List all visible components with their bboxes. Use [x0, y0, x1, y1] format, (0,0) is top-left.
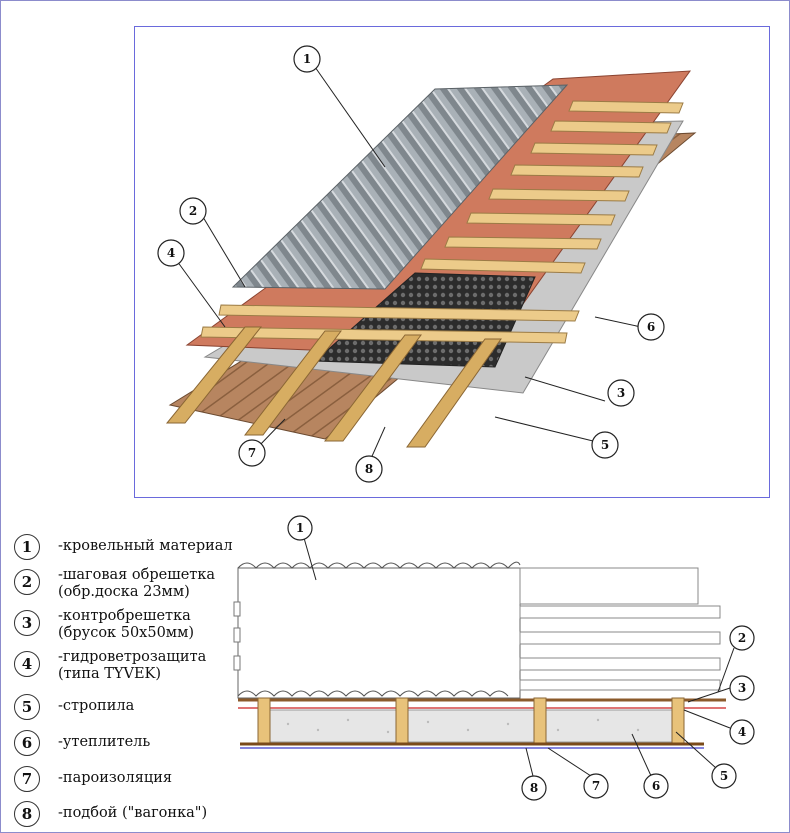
section-callout-4: 4 — [729, 719, 755, 745]
svg-text:1: 1 — [296, 521, 304, 535]
legend-text: -пароизоляция — [58, 770, 173, 786]
legend-number: 8 — [14, 801, 40, 827]
legend-text: -гидроветрозащита(типа TYVEK) — [58, 649, 207, 682]
roof-isometric-illustration: 1 2 4 6 3 5 7 8 — [134, 26, 770, 498]
section-callout-8: 8 — [521, 775, 547, 801]
sheet-outline — [237, 567, 521, 699]
right-upper-block — [519, 567, 699, 605]
svg-text:6: 6 — [647, 320, 655, 334]
legend-text: -стропила — [58, 698, 135, 714]
iso-callout-4: 4 — [157, 239, 185, 267]
battens — [200, 100, 684, 344]
iso-callout-6: 6 — [637, 313, 665, 341]
iso-callout-1: 1 — [293, 45, 321, 73]
corrugated-sheet — [231, 84, 569, 290]
legend-text: -подбой ("вагонка") — [58, 805, 208, 821]
legend-number: 5 — [14, 694, 40, 720]
corrugated-bottom — [237, 690, 509, 697]
roof-isometric-svg: 1 2 4 6 3 5 7 8 — [157, 45, 697, 483]
legend-number: 4 — [14, 651, 40, 677]
rafters — [165, 326, 502, 448]
cross-section-svg: 1 2 3 4 5 6 7 8 — [233, 515, 755, 801]
svg-text:6: 6 — [652, 779, 660, 793]
svg-text:4: 4 — [167, 246, 175, 260]
svg-text:8: 8 — [530, 781, 538, 795]
iso-callout-3: 3 — [607, 379, 635, 407]
svg-text:5: 5 — [601, 438, 609, 452]
section-callout-1: 1 — [287, 515, 313, 541]
section-battens — [519, 605, 721, 691]
svg-text:7: 7 — [592, 779, 600, 793]
legend-text: -шаговая обрешетка(обр.доска 23мм) — [58, 567, 216, 600]
svg-text:2: 2 — [738, 631, 746, 645]
corrugated-top — [237, 561, 521, 569]
iso-callout-5: 5 — [591, 431, 619, 459]
legend-number: 7 — [14, 766, 40, 792]
iso-callout-7: 7 — [238, 439, 266, 467]
section-callout-5: 5 — [711, 763, 737, 789]
svg-text:3: 3 — [738, 681, 746, 695]
svg-text:8: 8 — [365, 462, 373, 476]
svg-text:3: 3 — [617, 386, 625, 400]
section-callout-2: 2 — [729, 625, 755, 651]
roof-cross-section: 1 2 3 4 5 6 7 8 — [228, 510, 784, 814]
section-callout-7: 7 — [583, 773, 609, 799]
legend-number: 6 — [14, 730, 40, 756]
legend-text: -контробрешетка(брусок 50х50мм) — [58, 608, 195, 641]
svg-text:1: 1 — [303, 52, 311, 66]
legend-number: 2 — [14, 569, 40, 595]
svg-text:2: 2 — [189, 204, 197, 218]
legend-number: 3 — [14, 610, 40, 636]
section-callout-6: 6 — [643, 773, 669, 799]
iso-callout-2: 2 — [179, 197, 207, 225]
section-callout-3: 3 — [729, 675, 755, 701]
legend-text: -утеплитель — [58, 734, 151, 750]
svg-text:7: 7 — [248, 446, 256, 460]
legend-number: 1 — [14, 534, 40, 560]
legend-text: -кровельный материал — [58, 538, 233, 554]
svg-text:5: 5 — [720, 769, 728, 783]
svg-text:4: 4 — [738, 725, 746, 739]
section-insulation — [257, 709, 679, 743]
iso-callout-8: 8 — [355, 455, 383, 483]
